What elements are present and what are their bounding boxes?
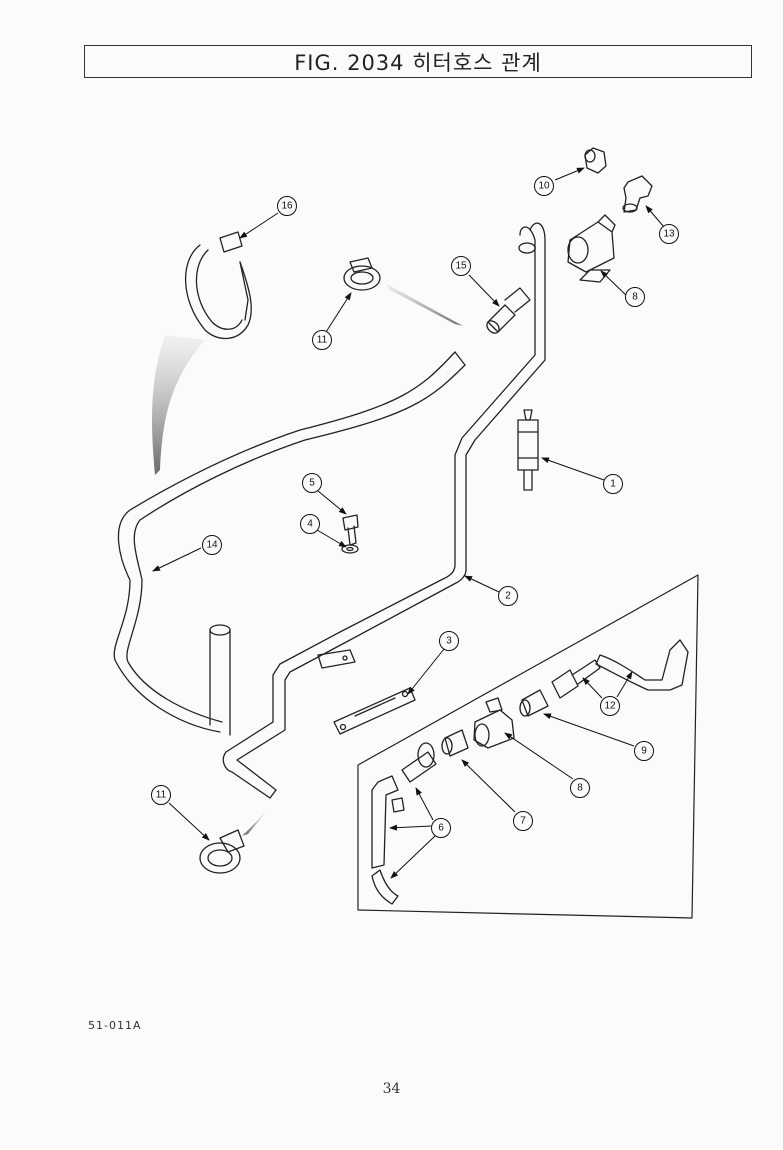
spray-shading-bottom [242, 806, 272, 836]
callout-9: 9 [634, 741, 654, 761]
svg-text:11: 11 [156, 790, 167, 801]
callout-8-top: 8 [625, 287, 645, 307]
callout-11-bottom: 11 [151, 785, 171, 805]
callout-7: 7 [513, 811, 533, 831]
drawing-code: 51-011A [88, 1019, 142, 1032]
nipple-6 [401, 742, 437, 783]
spray-shading-top [385, 283, 463, 326]
svg-text:8: 8 [577, 783, 583, 794]
hose-clamp-11-bottom [199, 829, 245, 874]
callout-1: 1 [603, 474, 623, 494]
svg-text:10: 10 [538, 181, 550, 192]
hose-clamp-11-top [343, 257, 381, 291]
connector-15 [486, 287, 531, 334]
callout-2: 2 [498, 586, 518, 606]
callout-3: 3 [439, 631, 459, 651]
callout-6: 6 [431, 818, 451, 838]
figure-title: FIG. 2034 히터호스 관계 [84, 45, 752, 78]
adapter-7 [441, 729, 469, 757]
svg-text:2: 2 [505, 591, 511, 602]
leader-lines [152, 167, 665, 879]
svg-text:7: 7 [520, 816, 526, 827]
svg-text:1: 1 [610, 479, 616, 490]
svg-text:11: 11 [317, 335, 328, 346]
callout-13: 13 [659, 224, 679, 244]
elbow-13 [622, 175, 653, 213]
bracket-3 [333, 687, 416, 735]
valve-8-top [567, 214, 616, 283]
svg-text:3: 3 [446, 636, 452, 647]
svg-text:6: 6 [438, 823, 444, 834]
callout-12: 12 [600, 696, 620, 716]
svg-text:16: 16 [281, 201, 293, 212]
hose-6 [371, 775, 405, 905]
callout-group: 1 2 3 4 5 6 7 8 8 9 10 11 11 12 13 14 15… [151, 176, 679, 838]
callout-11-top: 11 [312, 330, 332, 350]
heater-hose-14 [113, 351, 466, 736]
heater-pipe-2 [222, 222, 546, 799]
inline-filter-1 [517, 409, 539, 491]
callout-4: 4 [300, 514, 320, 534]
bolt-5 [342, 514, 359, 546]
callout-10: 10 [534, 176, 554, 196]
subassembly-frame [357, 574, 699, 919]
fitting-10 [584, 147, 607, 174]
callout-8-bottom: 8 [570, 778, 590, 798]
svg-text:9: 9 [641, 746, 647, 757]
callout-16: 16 [277, 196, 297, 216]
svg-text:15: 15 [455, 261, 467, 272]
callout-15: 15 [451, 256, 471, 276]
callout-5: 5 [302, 473, 322, 493]
svg-text:14: 14 [206, 540, 218, 551]
svg-text:8: 8 [632, 292, 638, 303]
washer-4 [341, 544, 359, 554]
callout-14: 14 [202, 535, 222, 555]
svg-text:13: 13 [663, 229, 675, 240]
svg-text:5: 5 [309, 478, 315, 489]
fitting-9 [519, 689, 549, 717]
svg-text:4: 4 [307, 519, 313, 530]
tie-strap-16 [184, 231, 252, 340]
spray-shading-left [152, 335, 205, 475]
svg-text:12: 12 [604, 701, 616, 712]
page-number: 34 [382, 1081, 401, 1097]
hose-12 [551, 639, 689, 699]
valve-8-bottom [473, 697, 515, 749]
